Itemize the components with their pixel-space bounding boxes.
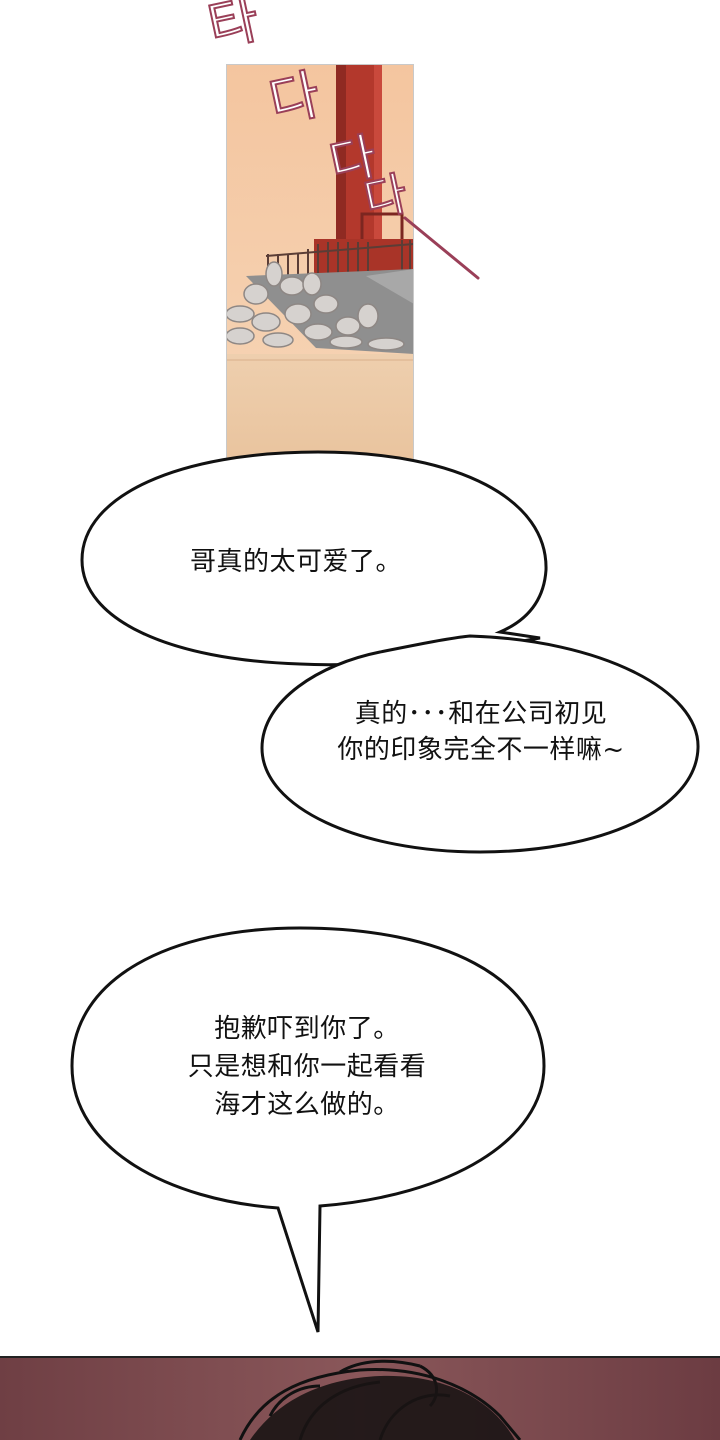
sound-effect: 타 다 다 다 [202,0,480,280]
bubble-line: 抱歉吓到你了。 [214,1014,400,1044]
speech-bubble-3 [70,926,546,1333]
bubble-2-text: 真的･･･和在公司初见 你的印象完全不一样嘛~ [306,696,656,768]
bubble-line: 海才这么做的。 [214,1090,400,1120]
lighthouse-panel [226,64,414,468]
speech-bubble-2 [260,634,700,854]
motion-line [403,216,480,280]
bubble-line: 只是想和你一起看看 [187,1052,427,1082]
beach-sand [226,354,414,468]
sfx-char: 타 [203,0,265,59]
bubble-line: 你的印象完全不一样嘛~ [337,735,625,765]
bubble-3-text: 抱歉吓到你了。 只是想和你一起看看 海才这么做的。 [172,1010,442,1124]
tetrapods [226,261,405,351]
bubble-line: 哥真的太可爱了。 [190,547,403,577]
bubble-line: 真的･･･和在公司初见 [354,699,608,729]
next-panel [0,1356,720,1440]
bubble-1-text: 哥真的太可爱了。 [190,544,402,580]
